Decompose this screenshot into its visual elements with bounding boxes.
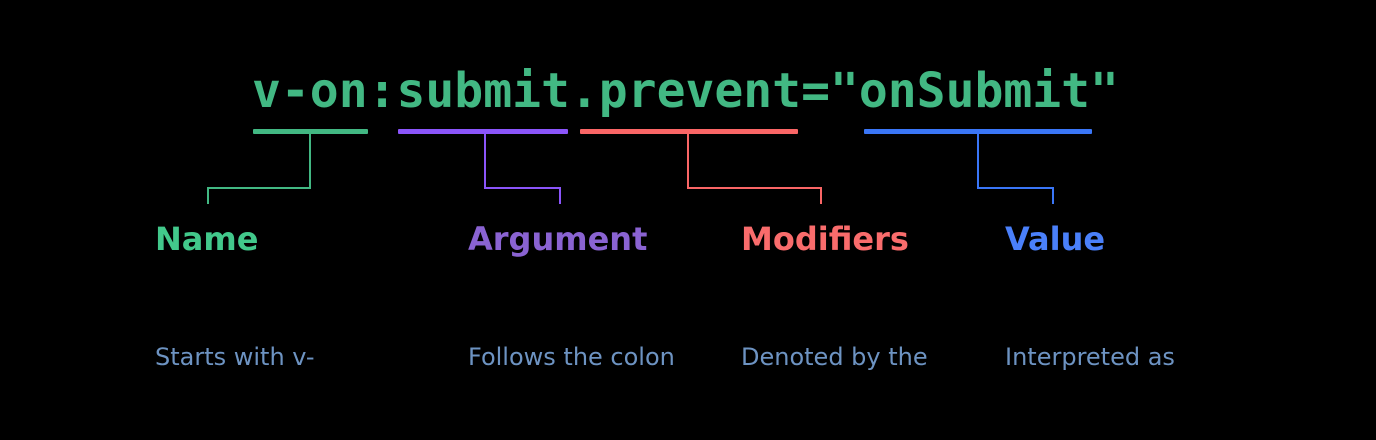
description-line: Follows the colon (468, 343, 675, 371)
connector-segment (559, 187, 561, 204)
argument-underline (398, 129, 568, 134)
directive-code: v-on:submit.prevent="onSubmit" (252, 63, 1119, 119)
connector-segment (820, 187, 822, 204)
description-line: Starts with v- (155, 343, 315, 371)
argument-description: Follows the colon or shorthand symbol (468, 277, 675, 440)
modifiers-description: Denoted by the leading dot (741, 277, 928, 440)
modifiers-label: Modifiers (741, 220, 909, 258)
connector-segment (207, 187, 209, 204)
connector-segment (977, 187, 1054, 189)
value-description: Interpreted as JavaScript expressions (1005, 277, 1275, 440)
connector-segment (1052, 187, 1054, 204)
modifiers-underline (580, 129, 798, 134)
name-description: Starts with v- May be omitted when using… (155, 277, 416, 440)
connector-segment (687, 187, 822, 189)
name-underline (253, 129, 368, 134)
description-line: Interpreted as (1005, 343, 1175, 371)
connector-segment (977, 134, 979, 189)
value-underline (864, 129, 1092, 134)
connector-segment (207, 187, 311, 189)
argument-label: Argument (468, 220, 648, 258)
connector-segment (484, 187, 561, 189)
name-label: Name (155, 220, 259, 258)
value-label: Value (1005, 220, 1106, 258)
connector-segment (687, 134, 689, 189)
description-line: Denoted by the (741, 343, 928, 371)
connector-segment (309, 134, 311, 189)
connector-segment (484, 134, 486, 189)
